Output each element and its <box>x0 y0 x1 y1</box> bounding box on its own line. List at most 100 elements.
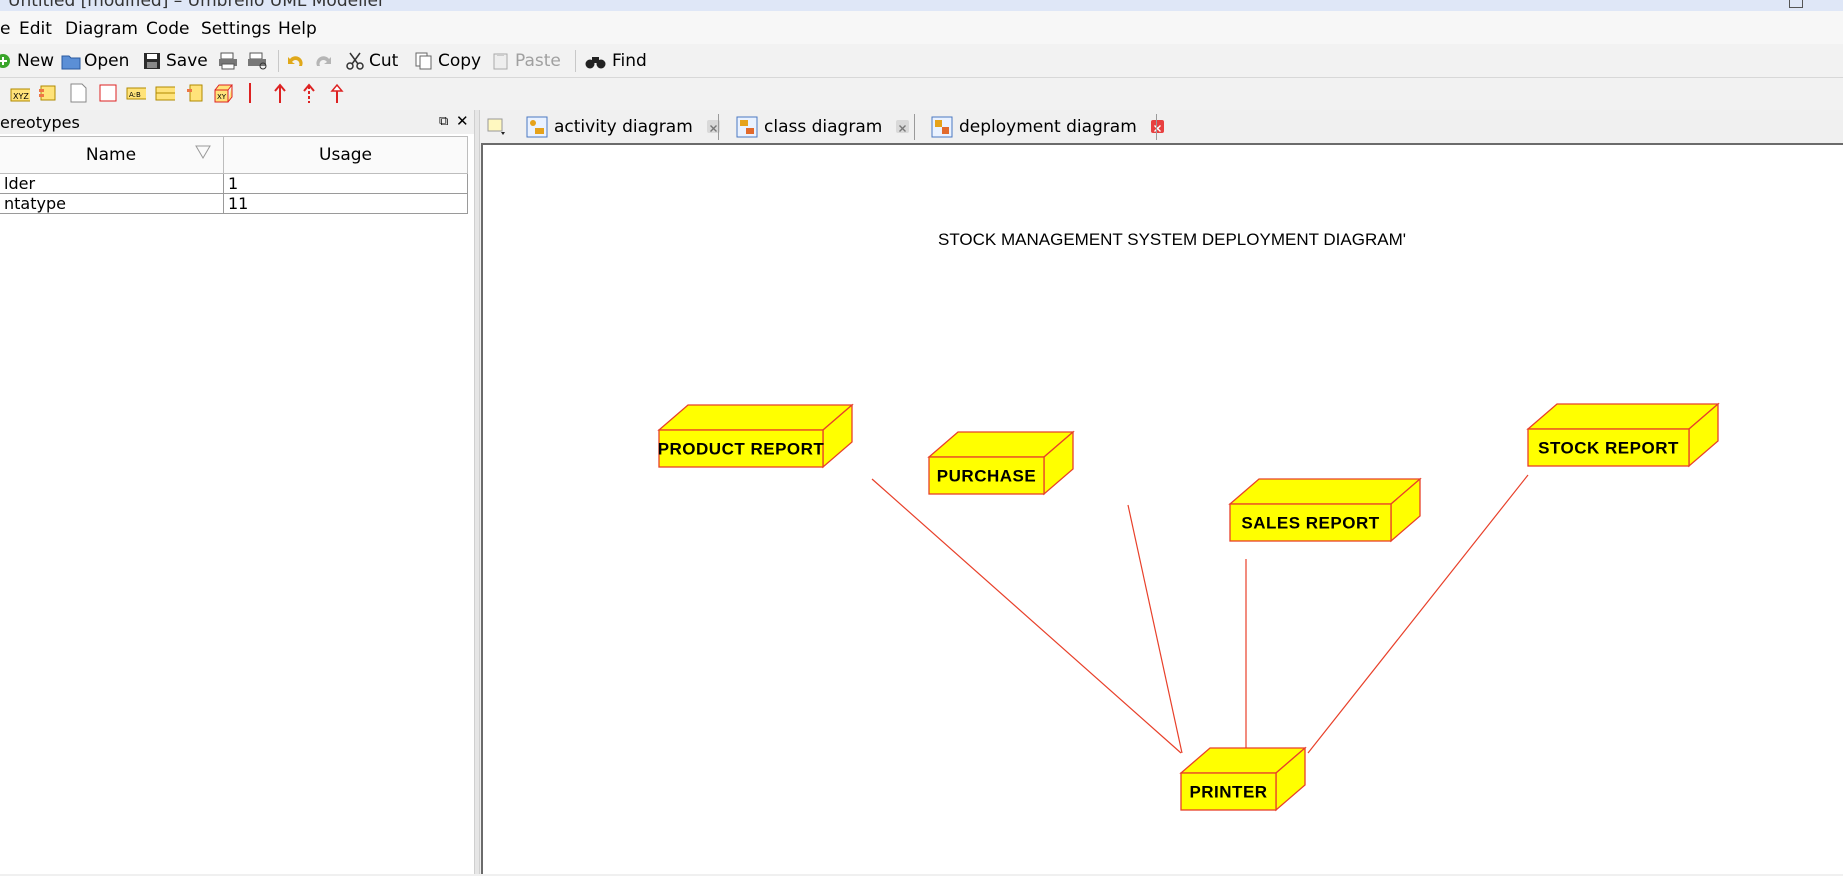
diagram-title: STOCK MANAGEMENT SYSTEM DEPLOYMENT DIAGR… <box>938 230 1406 249</box>
svg-text:XYZ: XYZ <box>13 92 29 101</box>
column-usage-label: Usage <box>319 145 372 165</box>
window-title: Untitled [modified] – Umbrello UML Model… <box>8 0 385 11</box>
connection-line-stock-printer[interactable] <box>1307 474 1529 754</box>
menu-help[interactable]: Help <box>278 19 317 39</box>
node-label: PRODUCT REPORT <box>658 440 825 459</box>
new-icon <box>0 52 12 70</box>
row-name-cell: ntatype <box>0 194 224 214</box>
close-tab-icon[interactable] <box>896 120 910 133</box>
node-label: SALES REPORT <box>1241 514 1379 533</box>
cut-label: Cut <box>369 51 399 71</box>
save-button[interactable]: Save <box>143 49 208 73</box>
main-toolbar: New Open Save Cut Copy <box>0 44 1843 78</box>
sort-indicator-icon <box>195 145 211 159</box>
cut-button[interactable]: Cut <box>346 49 398 73</box>
connections-layer <box>871 474 1529 754</box>
box-tool-icon[interactable] <box>98 83 118 103</box>
column-header-usage[interactable]: Usage <box>223 136 468 174</box>
column-header-name[interactable]: Name <box>0 136 224 174</box>
copy-button[interactable]: Copy <box>415 49 481 73</box>
find-button[interactable]: Find <box>585 49 647 73</box>
menu-diagram[interactable]: Diagram <box>65 19 138 39</box>
restore-window-icon[interactable] <box>1789 0 1803 8</box>
anchor-line-tool-icon[interactable] <box>245 83 265 103</box>
new-diagram-icon <box>487 118 505 135</box>
close-tab-icon[interactable] <box>706 120 720 133</box>
node-sales[interactable]: SALES REPORT <box>1228 477 1422 543</box>
new-button[interactable]: New <box>0 49 54 73</box>
print-preview-icon[interactable] <box>247 52 269 74</box>
diagram-canvas[interactable]: STOCK MANAGEMENT SYSTEM DEPLOYMENT DIAGR… <box>481 143 1843 874</box>
note-tool-icon[interactable] <box>68 83 88 103</box>
binoculars-icon <box>585 52 607 70</box>
tab-deployment-diagram[interactable]: deployment diagram <box>931 110 1164 143</box>
table-row[interactable]: lder 1 <box>0 174 468 194</box>
connection-line-product-printer[interactable] <box>871 478 1182 754</box>
column-name-label: Name <box>85 145 137 165</box>
node-stock[interactable]: STOCK REPORT <box>1526 402 1720 468</box>
nodes-layer: PRODUCT REPORT PURCHASE SALES REPORT STOCK … <box>657 402 1720 812</box>
association-label-tool-icon[interactable]: A:B <box>126 83 146 103</box>
class-tool-icon[interactable] <box>155 83 175 103</box>
dock-header: ereotypes ⧉ ✕ <box>0 110 474 134</box>
diagram-tab-bar: activity diagram class diagram deploymen… <box>480 110 1843 143</box>
menu-code[interactable]: Code <box>146 19 190 39</box>
tab-label: class diagram <box>764 116 883 137</box>
realization-arrow-tool-icon[interactable] <box>330 83 350 103</box>
node-label: STOCK REPORT <box>1538 439 1679 458</box>
table-row[interactable]: ntatype 11 <box>0 194 468 214</box>
node-xyz-tool-icon[interactable]: XYZ <box>10 83 30 103</box>
generalization-arrow-tool-icon[interactable] <box>273 83 293 103</box>
connection-line-purchase-printer[interactable] <box>1127 504 1183 754</box>
node-label: PURCHASE <box>937 467 1036 486</box>
row-name-cell: lder <box>0 174 224 194</box>
menu-file[interactable]: e <box>0 19 11 39</box>
tab-label: activity diagram <box>554 116 693 137</box>
new-diagram-menu-button[interactable] <box>486 110 510 143</box>
save-label: Save <box>166 51 208 71</box>
node-purchase[interactable]: PURCHASE <box>927 430 1075 496</box>
paste-button[interactable]: Paste <box>492 49 561 73</box>
diagram-tools-toolbar: XYZ A:B XY <box>0 78 1843 110</box>
activity-diagram-icon <box>526 116 548 137</box>
float-dock-icon[interactable]: ⧉ <box>439 114 449 129</box>
svg-text:A:B: A:B <box>129 91 141 99</box>
node-label: PRINTER <box>1189 783 1267 802</box>
open-button[interactable]: Open <box>61 49 129 73</box>
menu-settings[interactable]: Settings <box>201 19 271 39</box>
new-label: New <box>17 51 55 71</box>
open-folder-icon <box>61 52 81 70</box>
row-usage-cell: 11 <box>224 194 468 214</box>
tab-label: deployment diagram <box>959 116 1137 137</box>
dock-title: ereotypes <box>0 113 80 132</box>
undo-icon[interactable] <box>284 52 306 74</box>
redo-icon[interactable] <box>313 52 335 74</box>
close-tab-icon[interactable] <box>1150 120 1164 133</box>
menu-edit[interactable]: Edit <box>19 19 52 39</box>
row-usage-cell: 1 <box>224 174 468 194</box>
dock-splitter[interactable] <box>474 110 480 874</box>
component-tool-icon[interactable] <box>38 83 58 103</box>
paste-label: Paste <box>515 51 561 71</box>
copy-icon <box>415 52 433 70</box>
tab-activity-diagram[interactable]: activity diagram <box>526 110 720 143</box>
class-diagram-icon <box>736 116 758 137</box>
svg-text:XY: XY <box>217 93 227 101</box>
paste-clipboard-icon <box>492 52 510 70</box>
stereotypes-dock <box>0 110 474 874</box>
deployment-diagram: STOCK MANAGEMENT SYSTEM DEPLOYMENT DIAGR… <box>657 230 1720 812</box>
save-disk-icon <box>143 52 161 70</box>
menu-bar: e Edit Diagram Code Settings Help <box>0 11 1843 45</box>
artifact-tool-icon[interactable] <box>186 83 206 103</box>
title-bar: Untitled [modified] – Umbrello UML Model… <box>0 0 1843 11</box>
print-icon[interactable] <box>218 52 238 74</box>
open-label: Open <box>84 51 130 71</box>
copy-label: Copy <box>438 51 482 71</box>
node-printer[interactable]: PRINTER <box>1179 746 1307 812</box>
dependency-arrow-tool-icon[interactable] <box>302 83 322 103</box>
node-xy-tool-icon[interactable]: XY <box>213 83 233 103</box>
scissors-icon <box>346 52 364 70</box>
tab-class-diagram[interactable]: class diagram <box>736 110 910 143</box>
node-product[interactable]: PRODUCT REPORT <box>657 403 854 469</box>
close-dock-icon[interactable]: ✕ <box>456 112 469 130</box>
